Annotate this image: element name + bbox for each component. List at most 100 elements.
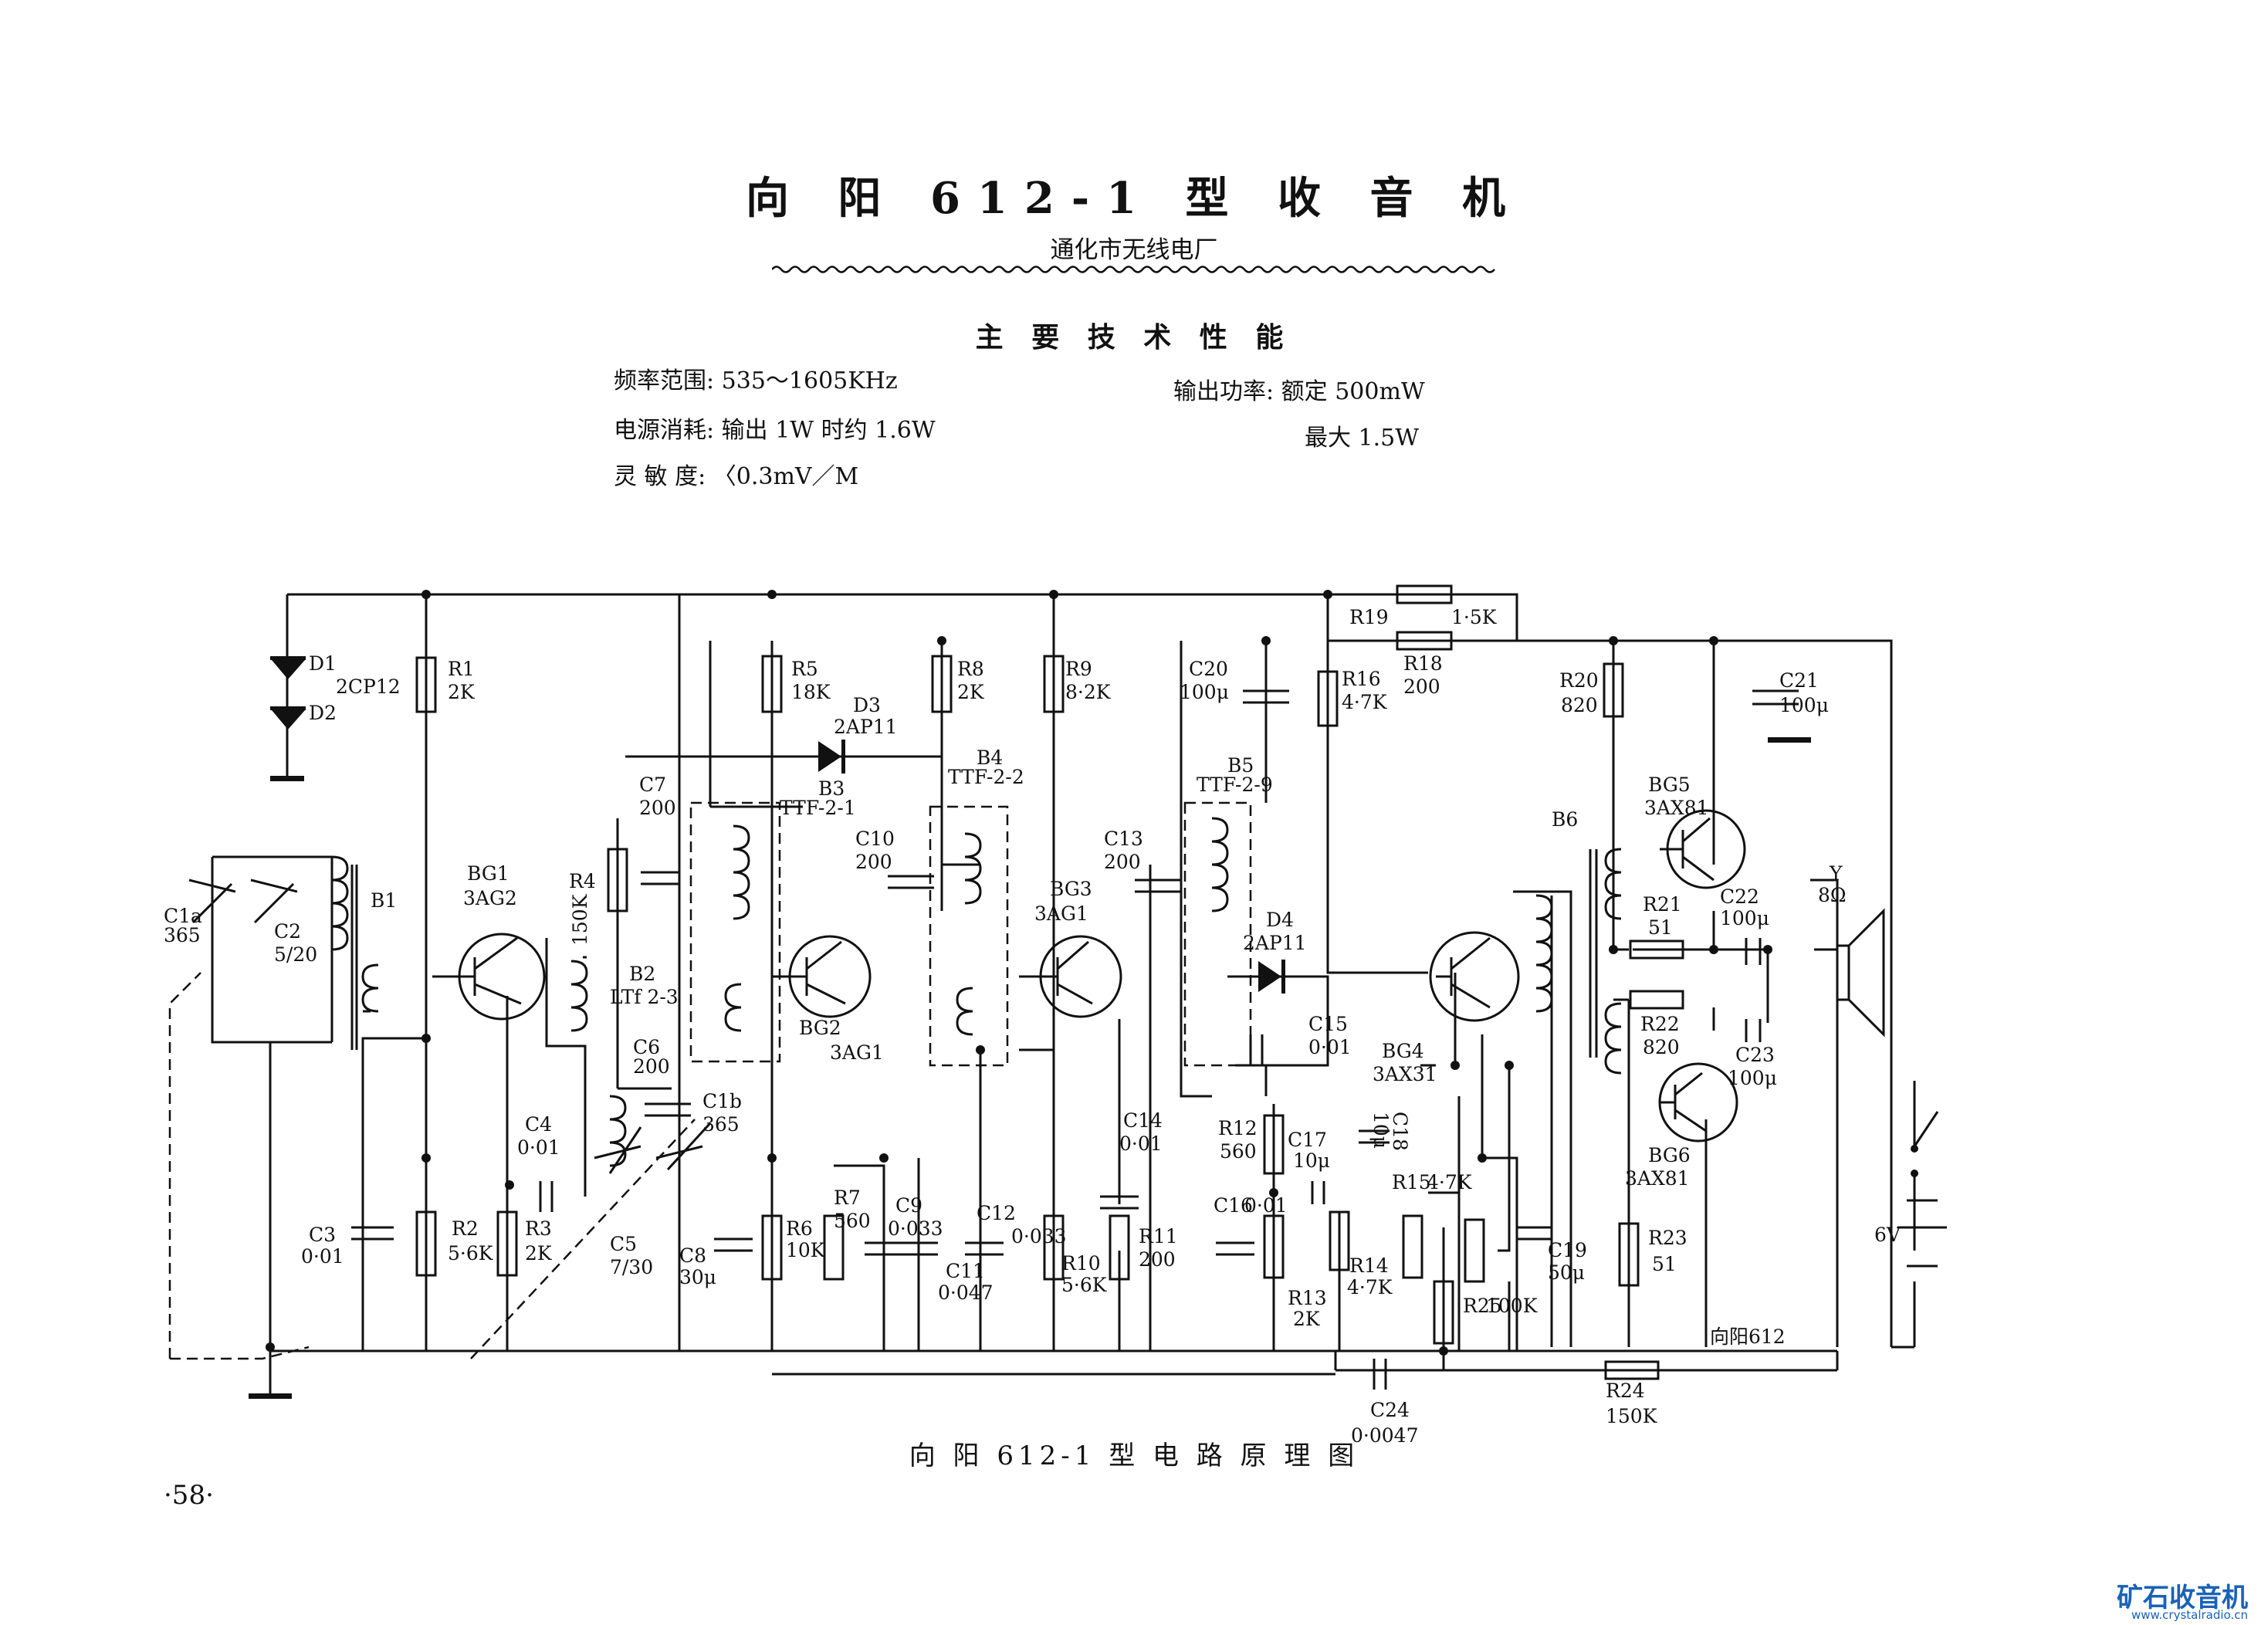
value-c19: 50μ (1548, 1261, 1585, 1284)
label-r19: R19 (1349, 606, 1389, 628)
transformer-coils (331, 817, 1622, 1167)
capacitors (188, 689, 1799, 1390)
value-c21: 100μ (1779, 694, 1829, 716)
value-battery: 6V (1874, 1224, 1901, 1246)
value-bg5: 3AX81 (1644, 797, 1709, 819)
label-c8: C8 (679, 1244, 706, 1267)
value-r8: 2K (957, 681, 985, 703)
value-b4: TTF-2-2 (948, 766, 1024, 788)
value-r12: 560 (1220, 1140, 1257, 1163)
label-r16: R16 (1342, 668, 1381, 690)
label-b5: B5 (1227, 754, 1254, 777)
label-c21: C21 (1779, 669, 1819, 692)
value-bg4: 3AX31 (1373, 1063, 1437, 1085)
value-c17: 10μ (1293, 1149, 1330, 1172)
label-c9: C9 (895, 1194, 922, 1217)
value-r5: 18K (791, 681, 831, 703)
label-c19: C19 (1548, 1239, 1587, 1261)
value-c3: 0·01 (301, 1245, 344, 1268)
label-r20: R20 (1559, 669, 1599, 692)
label-r21: R21 (1643, 893, 1682, 916)
label-r23: R23 (1648, 1227, 1687, 1249)
value-r7: 560 (834, 1210, 871, 1232)
value-r22: 820 (1643, 1036, 1680, 1058)
value-r21: 51 (1648, 916, 1673, 939)
value-r23: 51 (1652, 1253, 1677, 1275)
resistors (415, 584, 1684, 1380)
label-bg6: BG6 (1648, 1144, 1691, 1166)
label-r3: R3 (525, 1217, 552, 1240)
value-r25: 100K (1486, 1295, 1539, 1317)
label-r10: R10 (1061, 1252, 1101, 1275)
value-c10: 200 (855, 851, 892, 873)
label-r4: R4 (569, 870, 596, 892)
label-r2: R2 (452, 1217, 479, 1240)
watermark-brand: 矿石收音机 (2117, 1583, 2248, 1613)
label-r25: R25 (1463, 1295, 1502, 1317)
value-c4: 0·01 (517, 1136, 560, 1159)
label-d3: D3 (853, 694, 881, 716)
spec-power-consumption: 电源消耗: 输出 1W 时约 1.6W (614, 417, 936, 444)
value-c23: 100μ (1728, 1067, 1777, 1089)
spec-output-power: 输出功率: 额定 500mW (1173, 378, 1425, 405)
value-c14: 0·01 (1119, 1132, 1163, 1155)
page-number: ·58· (164, 1480, 214, 1511)
label-c13: C13 (1104, 828, 1143, 850)
spec-sensitivity: 灵 敏 度: 〈0.3mV／M (614, 463, 859, 490)
label-b1: B1 (371, 889, 397, 912)
label-c10: C10 (855, 828, 895, 850)
value-c15: 0·01 (1308, 1036, 1352, 1058)
label-r8: R8 (957, 658, 984, 680)
label-y: Y (1829, 862, 1843, 885)
value-c22: 100μ (1720, 907, 1769, 929)
page-title: 向 阳 612-1 型 收 音 机 (745, 173, 1523, 224)
label-c16: C16 (1214, 1194, 1253, 1217)
label-r6: R6 (786, 1217, 813, 1240)
label-c14: C14 (1123, 1109, 1163, 1132)
value-r24: 150K (1606, 1405, 1658, 1427)
label-bg5: BG5 (1648, 774, 1691, 796)
label-r15: R15 (1392, 1171, 1431, 1193)
value-r20: 820 (1561, 694, 1598, 716)
label-r18: R18 (1403, 652, 1443, 675)
label-r9: R9 (1065, 658, 1092, 680)
value-c1b: 365 (702, 1113, 740, 1136)
value-bg2: 3AG1 (830, 1041, 884, 1064)
value-d1: 2CP12 (336, 675, 401, 698)
value-d4: 2AP11 (1243, 932, 1307, 954)
label-r14: R14 (1349, 1254, 1389, 1277)
value-bg6: 3AX81 (1625, 1167, 1690, 1190)
label-d1: D1 (309, 652, 337, 675)
value-c1a: 365 (164, 924, 201, 946)
spec-output-max: 最大 1.5W (1305, 425, 1420, 452)
label-bg2: BG2 (799, 1017, 841, 1039)
label-c4: C4 (525, 1113, 552, 1136)
value-r6: 10K (786, 1239, 826, 1261)
label-c6: C6 (633, 1036, 660, 1058)
value-c20: 100μ (1180, 681, 1229, 703)
watermark-url: www.crystalradio.cn (2131, 1608, 2248, 1622)
label-c5: C5 (610, 1233, 637, 1255)
label-c15: C15 (1308, 1013, 1348, 1035)
value-b2: LTf 2-3 (610, 986, 679, 1008)
label-c1a: C1a (164, 905, 202, 927)
value-c16: 0·01 (1244, 1194, 1288, 1217)
value-c12: 0·033 (1011, 1225, 1067, 1248)
label-r24: R24 (1606, 1380, 1645, 1402)
value-c24: 0·0047 (1351, 1424, 1418, 1447)
value-r3: 2K (525, 1242, 553, 1264)
value-r9: 8·2K (1065, 681, 1112, 703)
label-bg1: BG1 (467, 862, 509, 885)
value-y: 8Ω (1818, 884, 1847, 906)
label-c22: C22 (1720, 885, 1759, 908)
value-c9: 0·033 (888, 1217, 943, 1240)
label-r22: R22 (1640, 1013, 1680, 1035)
value-bg3: 3AG1 (1034, 902, 1088, 925)
component-labels: D1 2CP12 D2 R1 2K B1 C1a 365 C2 5/20 BG1… (164, 606, 1901, 1447)
label-c12: C12 (977, 1202, 1016, 1224)
label-c11: C11 (946, 1260, 985, 1282)
value-c11: 0·047 (938, 1281, 994, 1304)
label-bg4: BG4 (1382, 1040, 1424, 1062)
value-r2: 5·6K (448, 1242, 494, 1264)
label-c3: C3 (309, 1224, 336, 1246)
